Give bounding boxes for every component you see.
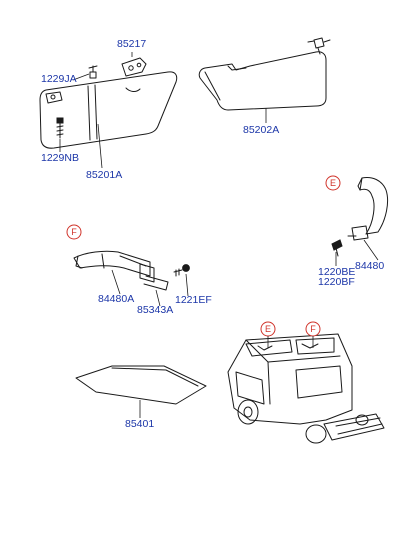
label-85343A: 85343A (137, 304, 173, 316)
label-85217: 85217 (117, 38, 146, 50)
label-85201A: 85201A (86, 169, 122, 181)
assist-grip-right (347, 177, 389, 241)
floor-mat (75, 365, 207, 405)
screw-1229NB (56, 117, 64, 139)
label-1229JA: 1229JA (41, 73, 77, 85)
label-1229NB: 1229NB (41, 152, 79, 164)
screw-1229JA (88, 65, 98, 79)
vehicle-illustration (227, 333, 385, 444)
label-1221EF: 1221EF (175, 294, 212, 306)
assist-grip-left (73, 250, 151, 277)
callout-E-vehicle-text: E (265, 324, 271, 334)
callout-F-vehicle-text: F (310, 324, 316, 334)
callout-E-right (325, 175, 341, 191)
label-1220BF: 1220BF (318, 276, 355, 288)
label-84480: 84480 (355, 260, 384, 272)
callout-F-left (66, 224, 82, 240)
label-85202A: 85202A (243, 124, 279, 136)
hinge-rh (307, 37, 331, 55)
sun-visor-right (198, 51, 327, 111)
screw-1221EF (173, 264, 190, 277)
bracket-85217 (121, 57, 147, 77)
sun-visor-left (39, 71, 178, 149)
callout-E-right-text: E (330, 178, 336, 188)
label-1220BE: 1220BE (318, 266, 355, 278)
label-84480A: 84480A (98, 293, 134, 305)
label-85401: 85401 (125, 418, 154, 430)
cover-85343A (139, 263, 169, 291)
callout-F-left-text: F (71, 227, 77, 237)
screw-1220BE (331, 239, 343, 257)
